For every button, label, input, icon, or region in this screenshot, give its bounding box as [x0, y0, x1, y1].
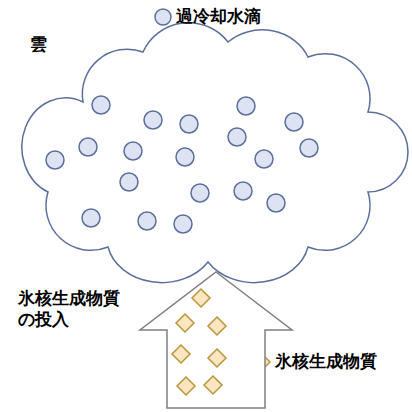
- supercooled-droplet: [300, 139, 318, 157]
- supercooled-droplet: [228, 128, 246, 146]
- cloud-shape-svg: [28, 22, 388, 272]
- supercooled-droplet: [176, 148, 194, 166]
- supercooled-droplet: [124, 142, 142, 160]
- supercooled-droplet: [46, 151, 64, 169]
- supercooled-droplet: [92, 96, 110, 114]
- ice-nucleus-particle: [192, 289, 210, 307]
- supercooled-droplet: [237, 97, 255, 115]
- supercooled-droplet: [234, 182, 252, 200]
- supercooled-droplet: [82, 209, 100, 227]
- injection-arrow-svg: [140, 272, 292, 409]
- ice-nucleus-particle: [204, 376, 222, 394]
- ice-nucleus-particle: [176, 314, 194, 332]
- cloud-shape: 雲: [28, 22, 388, 272]
- legend-text: 過冷却水滴: [176, 6, 261, 27]
- supercooled-droplet: [120, 173, 138, 191]
- supercooled-droplet: [255, 150, 273, 168]
- supercooled-droplet: [191, 184, 209, 202]
- ice-nucleus-particle: [208, 317, 226, 335]
- droplet-sample: [155, 9, 171, 25]
- supercooled-droplet: [180, 115, 198, 133]
- node-label: 氷核生成物質 の投入: [18, 288, 130, 331]
- supercooled-droplet: [174, 215, 192, 233]
- ice-nucleus-particle: [177, 377, 195, 395]
- legend-text: 氷核生成物質: [275, 351, 377, 372]
- cloud-outline: [22, 23, 408, 283]
- supercooled-droplet: [144, 111, 162, 129]
- supercooled-droplet: [267, 194, 285, 212]
- supercooled-droplet: [285, 113, 303, 131]
- ice-nucleus-particle: [208, 349, 226, 367]
- arrow-outline: [140, 272, 292, 408]
- node-label: 雲: [30, 34, 60, 55]
- ice-nucleus-particle: [172, 345, 190, 363]
- injection-arrow: 氷核生成物質 の投入: [140, 272, 292, 409]
- supercooled-droplet: [79, 138, 97, 156]
- supercooled-droplet: [138, 212, 156, 230]
